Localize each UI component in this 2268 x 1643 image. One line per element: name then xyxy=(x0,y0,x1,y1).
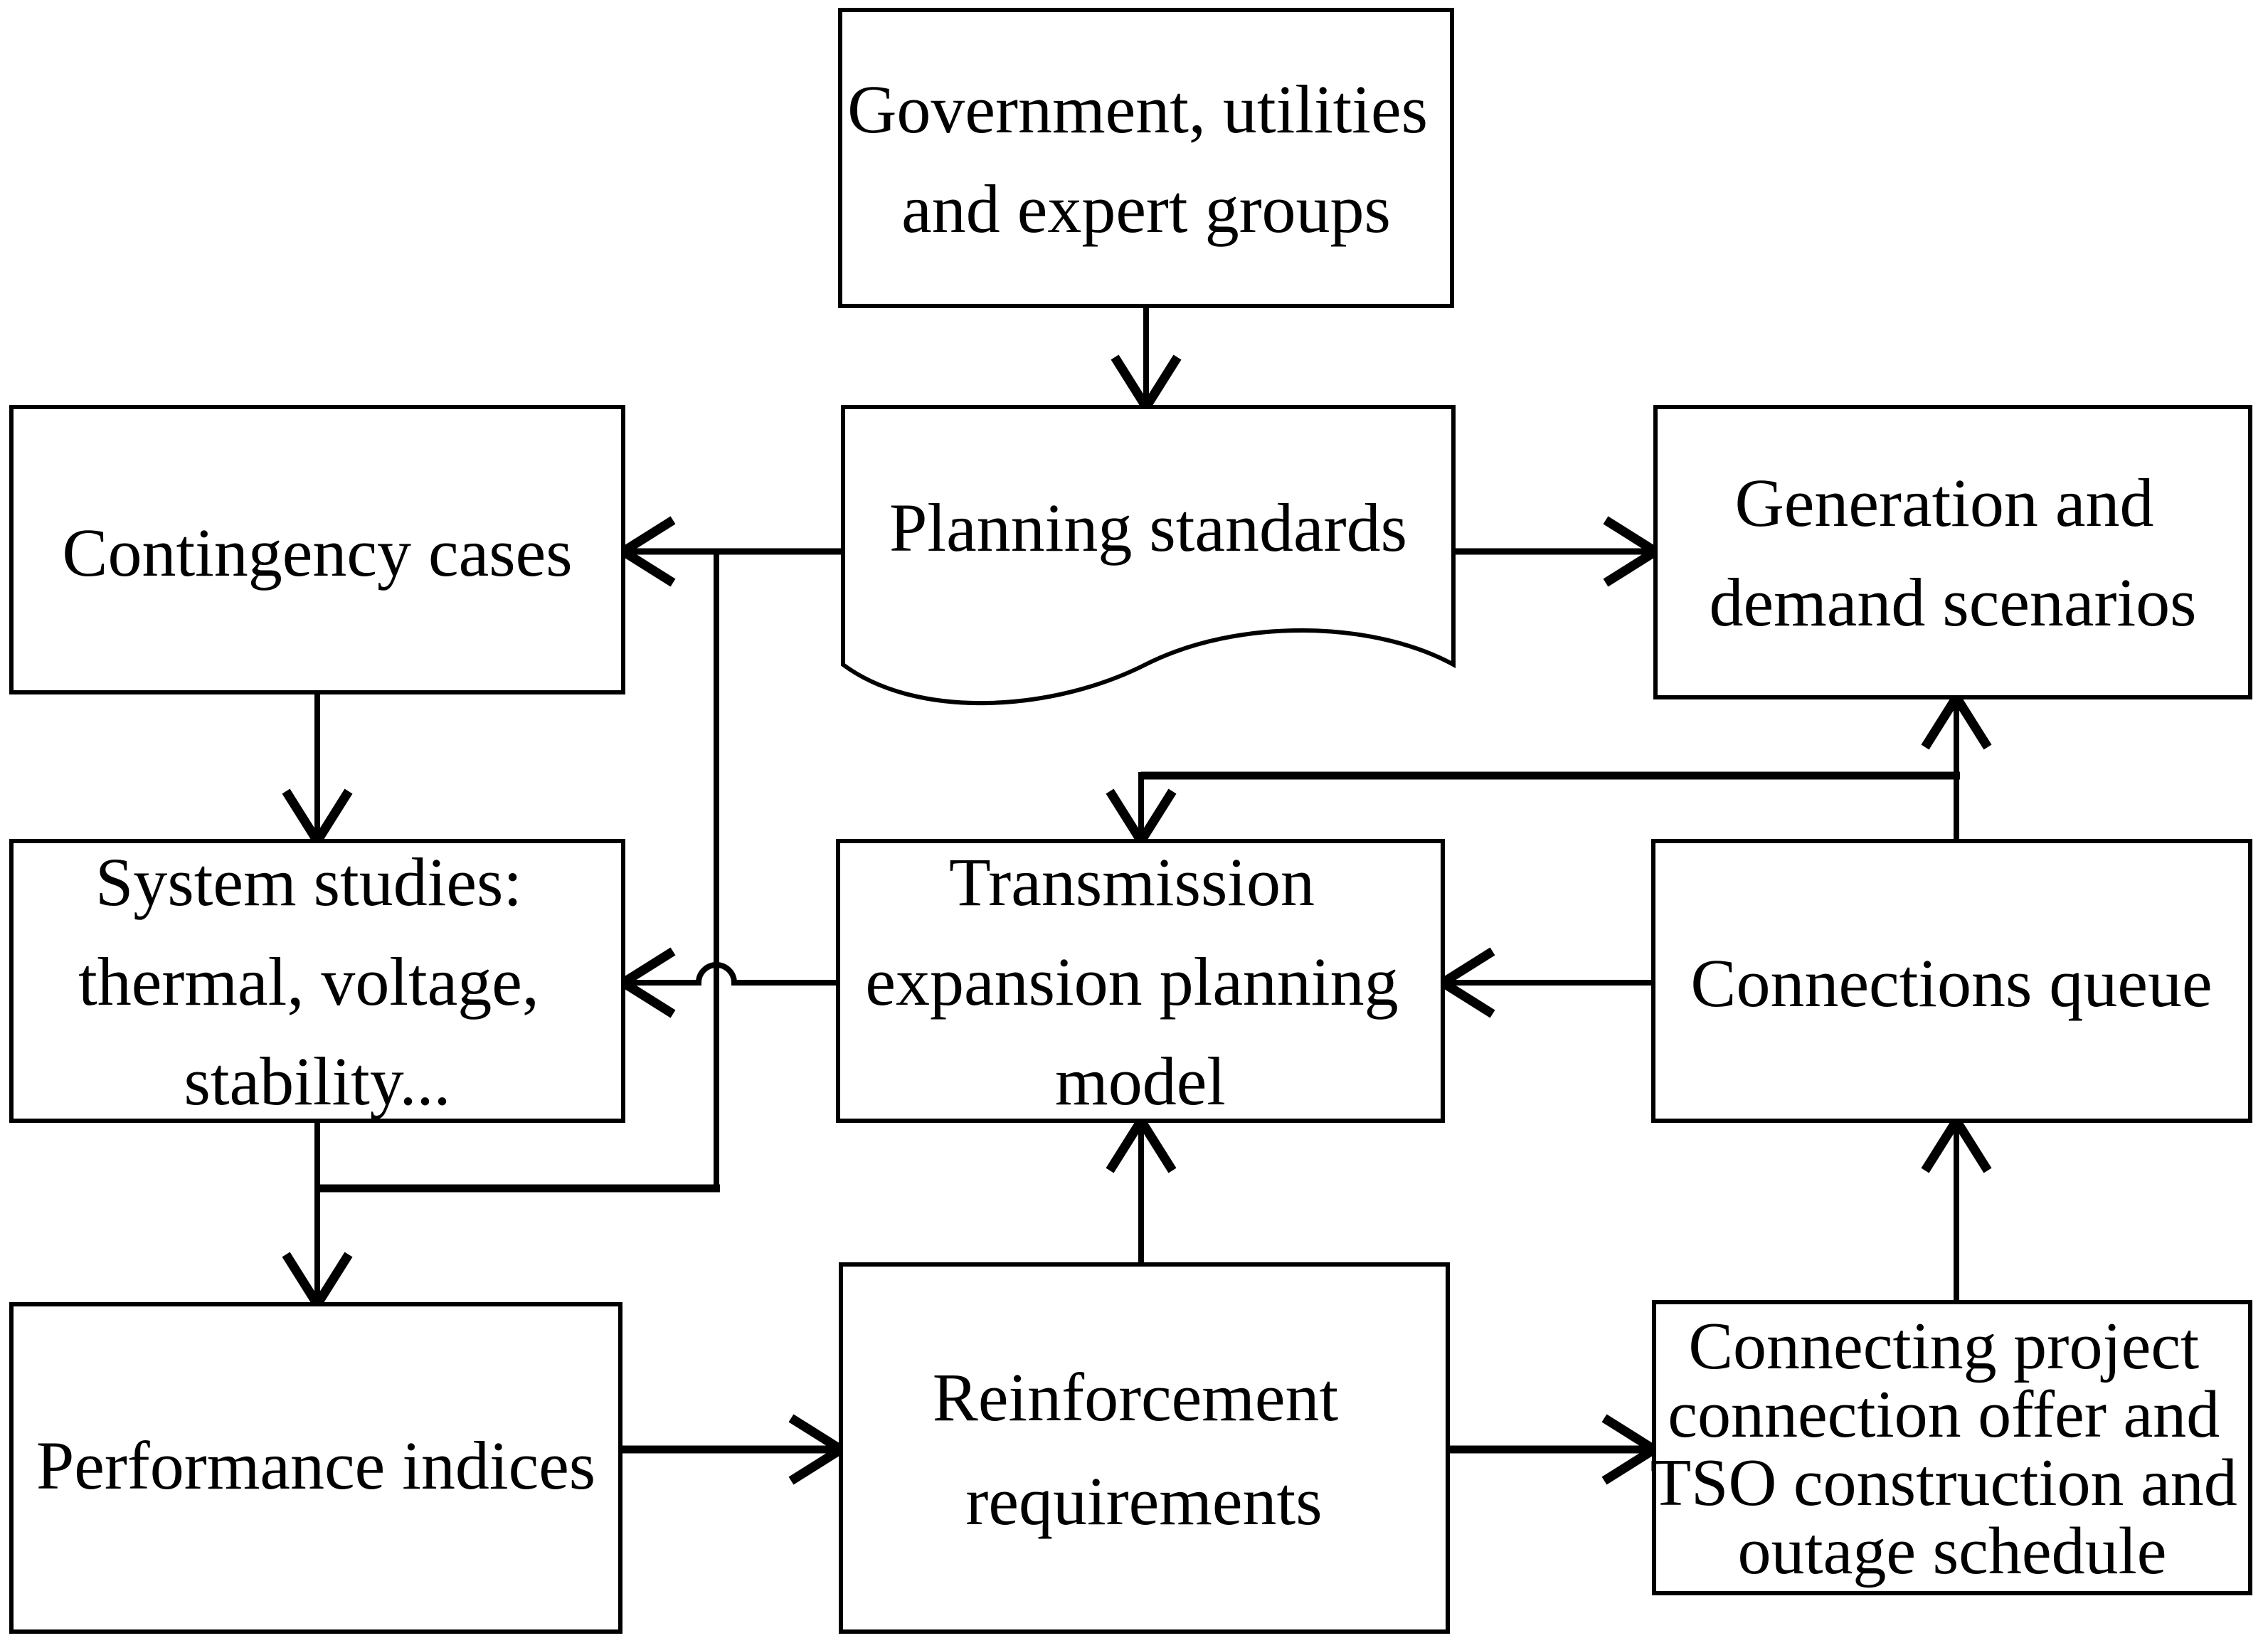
label-line: Reinforcement xyxy=(933,1359,1339,1435)
connecting-project-label: Connecting project connection offer and … xyxy=(1650,1309,2254,1588)
connections-queue-label: Connections queue xyxy=(1690,945,2212,1021)
edge-shaft-with-hop xyxy=(627,962,838,986)
node-tep-model: Transmission expansion planning model xyxy=(836,839,1445,1123)
label-line: Connections queue xyxy=(1690,945,2212,1021)
edge-connecting-project-to-connections-queue xyxy=(1921,1111,1992,1302)
edge-connections-queue-to-tep-model xyxy=(1434,947,1653,1018)
label-line: model xyxy=(1055,1043,1226,1119)
label-line: stability... xyxy=(184,1043,450,1119)
node-government: Government, utilities and expert groups xyxy=(838,8,1454,308)
label-line: System studies: xyxy=(95,844,522,920)
node-connecting-project: Connecting project connection offer and … xyxy=(1650,1300,2254,1595)
edge-connections-queue-branch-to-tep-model-top xyxy=(1106,771,1960,850)
label-line: Transmission xyxy=(949,844,1315,920)
node-generation-demand: Generation and demand scenarios xyxy=(1653,405,2252,699)
government-box xyxy=(838,8,1454,308)
connections-queue-box xyxy=(1651,839,2252,1123)
edge-reinforcement-requirements-to-connecting-project xyxy=(1448,1414,1663,1485)
generation-demand-label: Generation and demand scenarios xyxy=(1709,465,2196,640)
connecting-project-box xyxy=(1652,1300,2252,1595)
label-line: outage schedule xyxy=(1738,1514,2167,1588)
system-studies-label: System studies: thermal, voltage, stabil… xyxy=(78,844,556,1119)
government-label: Government, utilities and expert groups xyxy=(847,71,1445,247)
label-line: Contingency cases xyxy=(62,514,572,591)
reinforcement-requirements-box xyxy=(839,1262,1450,1634)
node-performance-indices: Performance indices xyxy=(9,1302,622,1634)
label-line: Generation and xyxy=(1734,465,2153,541)
label-line: expansion planning xyxy=(865,944,1398,1020)
tep-model-box xyxy=(836,839,1445,1123)
label-line: Planning standards xyxy=(889,490,1407,566)
edge-performance-indices-to-reinforcement-requirements xyxy=(620,1414,850,1485)
label-line: and expert groups xyxy=(901,171,1391,247)
planning-standards-document-shape xyxy=(841,405,1456,705)
node-planning-standards: Planning standards xyxy=(841,405,1456,705)
edge-system-studies-feedback-riser xyxy=(317,551,720,1193)
node-reinforcement-requirements: Reinforcement requirements xyxy=(839,1262,1450,1634)
node-contingency-cases: Contingency cases xyxy=(9,405,625,694)
label-line: thermal, voltage, xyxy=(78,944,539,1020)
label-line: requirements xyxy=(965,1463,1322,1539)
label-line: demand scenarios xyxy=(1709,564,2196,640)
generation-demand-box xyxy=(1653,405,2252,699)
node-connections-queue: Connections queue xyxy=(1651,839,2252,1123)
tep-model-label: Transmission expansion planning model xyxy=(865,844,1415,1119)
label-line: Connecting project xyxy=(1688,1309,2199,1383)
edge-contingency-cases-to-system-studies xyxy=(282,692,353,850)
edge-connections-queue-to-generation-demand xyxy=(1921,688,1992,841)
edge-reinforcement-requirements-to-tep-model xyxy=(1106,1111,1177,1264)
label-line: TSO construction and xyxy=(1650,1446,2237,1520)
contingency-cases-box xyxy=(9,405,625,694)
performance-indices-box xyxy=(9,1302,622,1634)
edge-government-to-planning-standards xyxy=(1111,306,1182,416)
system-studies-box xyxy=(9,839,625,1123)
label-line: Government, utilities xyxy=(847,71,1428,147)
edge-system-studies-to-performance-indices xyxy=(282,1121,353,1314)
edge-planning-standards-to-contingency-cases xyxy=(614,516,843,587)
edge-tep-model-to-system-studies xyxy=(614,947,838,1018)
label-line: Performance indices xyxy=(36,1427,595,1504)
edge-planning-standards-to-generation-demand xyxy=(1453,516,1665,587)
label-line: connection offer and xyxy=(1668,1378,2220,1452)
performance-indices-label: Performance indices xyxy=(36,1427,595,1504)
reinforcement-requirements-label: Reinforcement requirements xyxy=(933,1359,1355,1539)
planning-standards-label: Planning standards xyxy=(889,490,1407,566)
node-system-studies: System studies: thermal, voltage, stabil… xyxy=(9,839,625,1123)
contingency-cases-label: Contingency cases xyxy=(62,514,572,591)
